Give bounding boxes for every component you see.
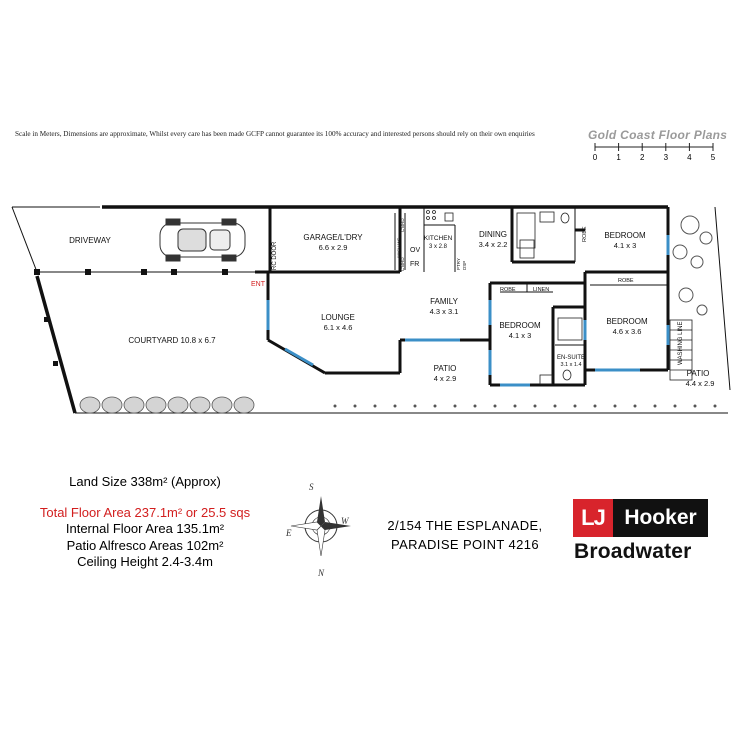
room-patio-rear: PATIO: [687, 369, 710, 378]
property-address: 2/154 THE ESPLANADE, PARADISE POINT 4216: [375, 516, 555, 554]
room-family: FAMILY: [430, 297, 459, 306]
room-ensuite-dims: 3.1 x 1.4: [560, 362, 581, 368]
hedge: [79, 396, 255, 414]
washing-machine-label: WASH M/C: [396, 238, 401, 258]
total-floor-area: Total Floor Area 237.1m² or 25.5 sqs: [39, 504, 251, 520]
compass-e: E: [285, 528, 292, 538]
address-line-2: PARADISE POINT 4216: [390, 537, 539, 552]
room-family-dims: 4.3 x 3.1: [430, 307, 459, 316]
linen-label: LINEN: [533, 287, 549, 293]
shrubs: [672, 215, 713, 316]
fence-dots: [333, 404, 717, 408]
room-labels: DRIVEWAY COURTYARD 10.8 x 6.7 GARAGE/L'D…: [69, 230, 714, 388]
feature-labels: RC DOOR ENT ROBE ROBE ROBE LINEN WASHING…: [251, 218, 684, 365]
robe-label: ROBE: [500, 287, 516, 293]
lot-boundary: [11, 205, 731, 414]
dishwasher-label: DSP: [462, 261, 467, 270]
room-courtyard: COURTYARD 10.8 x 6.7: [128, 336, 216, 345]
washing-line-label: WASHING LINE: [678, 322, 684, 365]
cupboard-label: C'BRD: [400, 218, 405, 232]
rc-door-label: RC DOOR: [272, 241, 278, 270]
room-lounge: LOUNGE: [321, 313, 355, 322]
scale-tick-label: 1: [616, 153, 621, 162]
room-bedroom-dims: 4.1 x 3: [614, 241, 637, 250]
room-bedroom: BEDROOM: [604, 231, 646, 240]
room-garage-dims: 6.6 x 2.9: [319, 243, 348, 252]
robe-label: ROBE: [582, 226, 588, 242]
agency-office: Broadwater: [574, 540, 692, 563]
room-lounge-dims: 6.1 x 4.6: [324, 323, 353, 332]
fixtures: [426, 210, 693, 385]
compass-w: W: [341, 516, 350, 526]
room-kitchen: KITCHEN: [424, 235, 453, 242]
room-kitchen-dims: 3 x 2.8: [429, 244, 448, 250]
windows: [266, 235, 670, 387]
logo-hooker: Hooker: [613, 499, 708, 537]
scale-tick-label: 0: [593, 153, 598, 162]
room-patio-dims: 4 x 2.9: [434, 374, 457, 383]
courtyard-frame: [34, 269, 255, 366]
compass-icon: S N E W: [285, 482, 351, 578]
disclaimer-text: Scale in Meters, Dimensions are approxim…: [15, 130, 535, 138]
scale-tick-label: 2: [640, 153, 645, 162]
room-dining-dims: 3.4 x 2.2: [479, 240, 508, 249]
brand-logo: Gold Coast Floor Plans: [588, 128, 728, 142]
oven-label: OV: [410, 247, 420, 254]
entry-label: ENT: [251, 281, 266, 288]
room-bedroom: BEDROOM: [606, 317, 648, 326]
room-garage: GARAGE/L'DRY: [303, 233, 363, 242]
compass-n: N: [317, 568, 325, 578]
fridge-label: FR: [410, 261, 419, 268]
area-summary: Land Size 338m² (Approx) Total Floor Are…: [30, 474, 260, 571]
room-dining: DINING: [479, 230, 507, 239]
logo-lj: LJ: [573, 499, 613, 537]
land-size: Land Size 338m² (Approx): [69, 474, 221, 489]
house-walls: [255, 207, 670, 387]
room-ensuite: EN-SUITE: [557, 355, 585, 361]
car-icon: [159, 218, 246, 262]
compass-s: S: [309, 482, 314, 492]
interior-thin-walls: [394, 207, 668, 346]
scale-tick-label: 4: [687, 153, 692, 162]
pantry-label: PTRY: [456, 258, 461, 270]
scale-tick-label: 3: [664, 153, 669, 162]
room-patio: PATIO: [434, 364, 457, 373]
ceiling-height: Ceiling Height 2.4-3.4m: [77, 554, 213, 569]
room-bedroom-dims: 4.6 x 3.6: [613, 327, 642, 336]
robe-label: ROBE: [618, 278, 634, 284]
room-bedroom: BEDROOM: [499, 321, 541, 330]
agency-logo: LJ Hooker: [573, 499, 708, 537]
room-patio-rear-dims: 4.4 x 2.9: [686, 379, 715, 388]
internal-floor-area: Internal Floor Area 135.1m²: [65, 521, 225, 536]
cupboard-label: C'BRD: [400, 257, 405, 271]
address-line-1: 2/154 THE ESPLANADE,: [387, 518, 543, 533]
scale-bar: 0 1 2 3 4 5: [593, 143, 716, 162]
patio-area: Patio Alfresco Areas 102m²: [66, 537, 224, 553]
scale-tick-label: 5: [711, 153, 716, 162]
room-driveway: DRIVEWAY: [69, 236, 111, 245]
room-bedroom-dims: 4.1 x 3: [509, 331, 532, 340]
